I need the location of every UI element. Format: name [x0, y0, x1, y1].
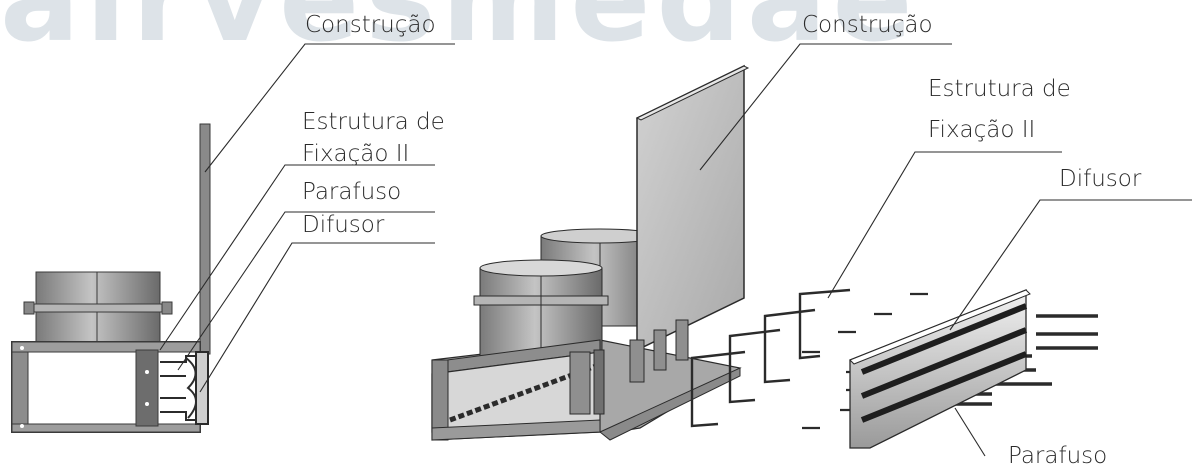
construction-panel	[636, 64, 745, 352]
label-estrutura-left-line2: Fixação II	[302, 141, 410, 167]
exploded-brackets	[690, 288, 851, 428]
left-leader-lines	[159, 43, 455, 393]
plenum-box	[11, 341, 201, 433]
watermark: airvesmedae	[0, 0, 1192, 68]
duct-cylinders	[23, 271, 173, 343]
left-side-view	[11, 43, 455, 433]
construction-wall	[199, 123, 211, 355]
label-parafuso-right: Parafuso	[1008, 443, 1108, 469]
label-difusor-right: Difusor	[1059, 166, 1142, 192]
isometric-view	[431, 43, 1192, 457]
right-leader-lines	[699, 43, 1192, 457]
label-estrutura-right-line1: Estrutura de	[928, 76, 1071, 102]
isometric-plenum	[431, 319, 689, 441]
label-estrutura-left-line1: Estrutura de	[302, 109, 445, 135]
diffuser-rail	[849, 289, 1031, 449]
label-construcao-right: Construção	[802, 12, 933, 38]
label-parafuso-left: Parafuso	[302, 179, 402, 205]
label-construcao-left: Construção	[305, 12, 436, 38]
label-estrutura-right-line2: Fixação II	[928, 117, 1036, 143]
label-difusor-left: Difusor	[302, 212, 385, 238]
